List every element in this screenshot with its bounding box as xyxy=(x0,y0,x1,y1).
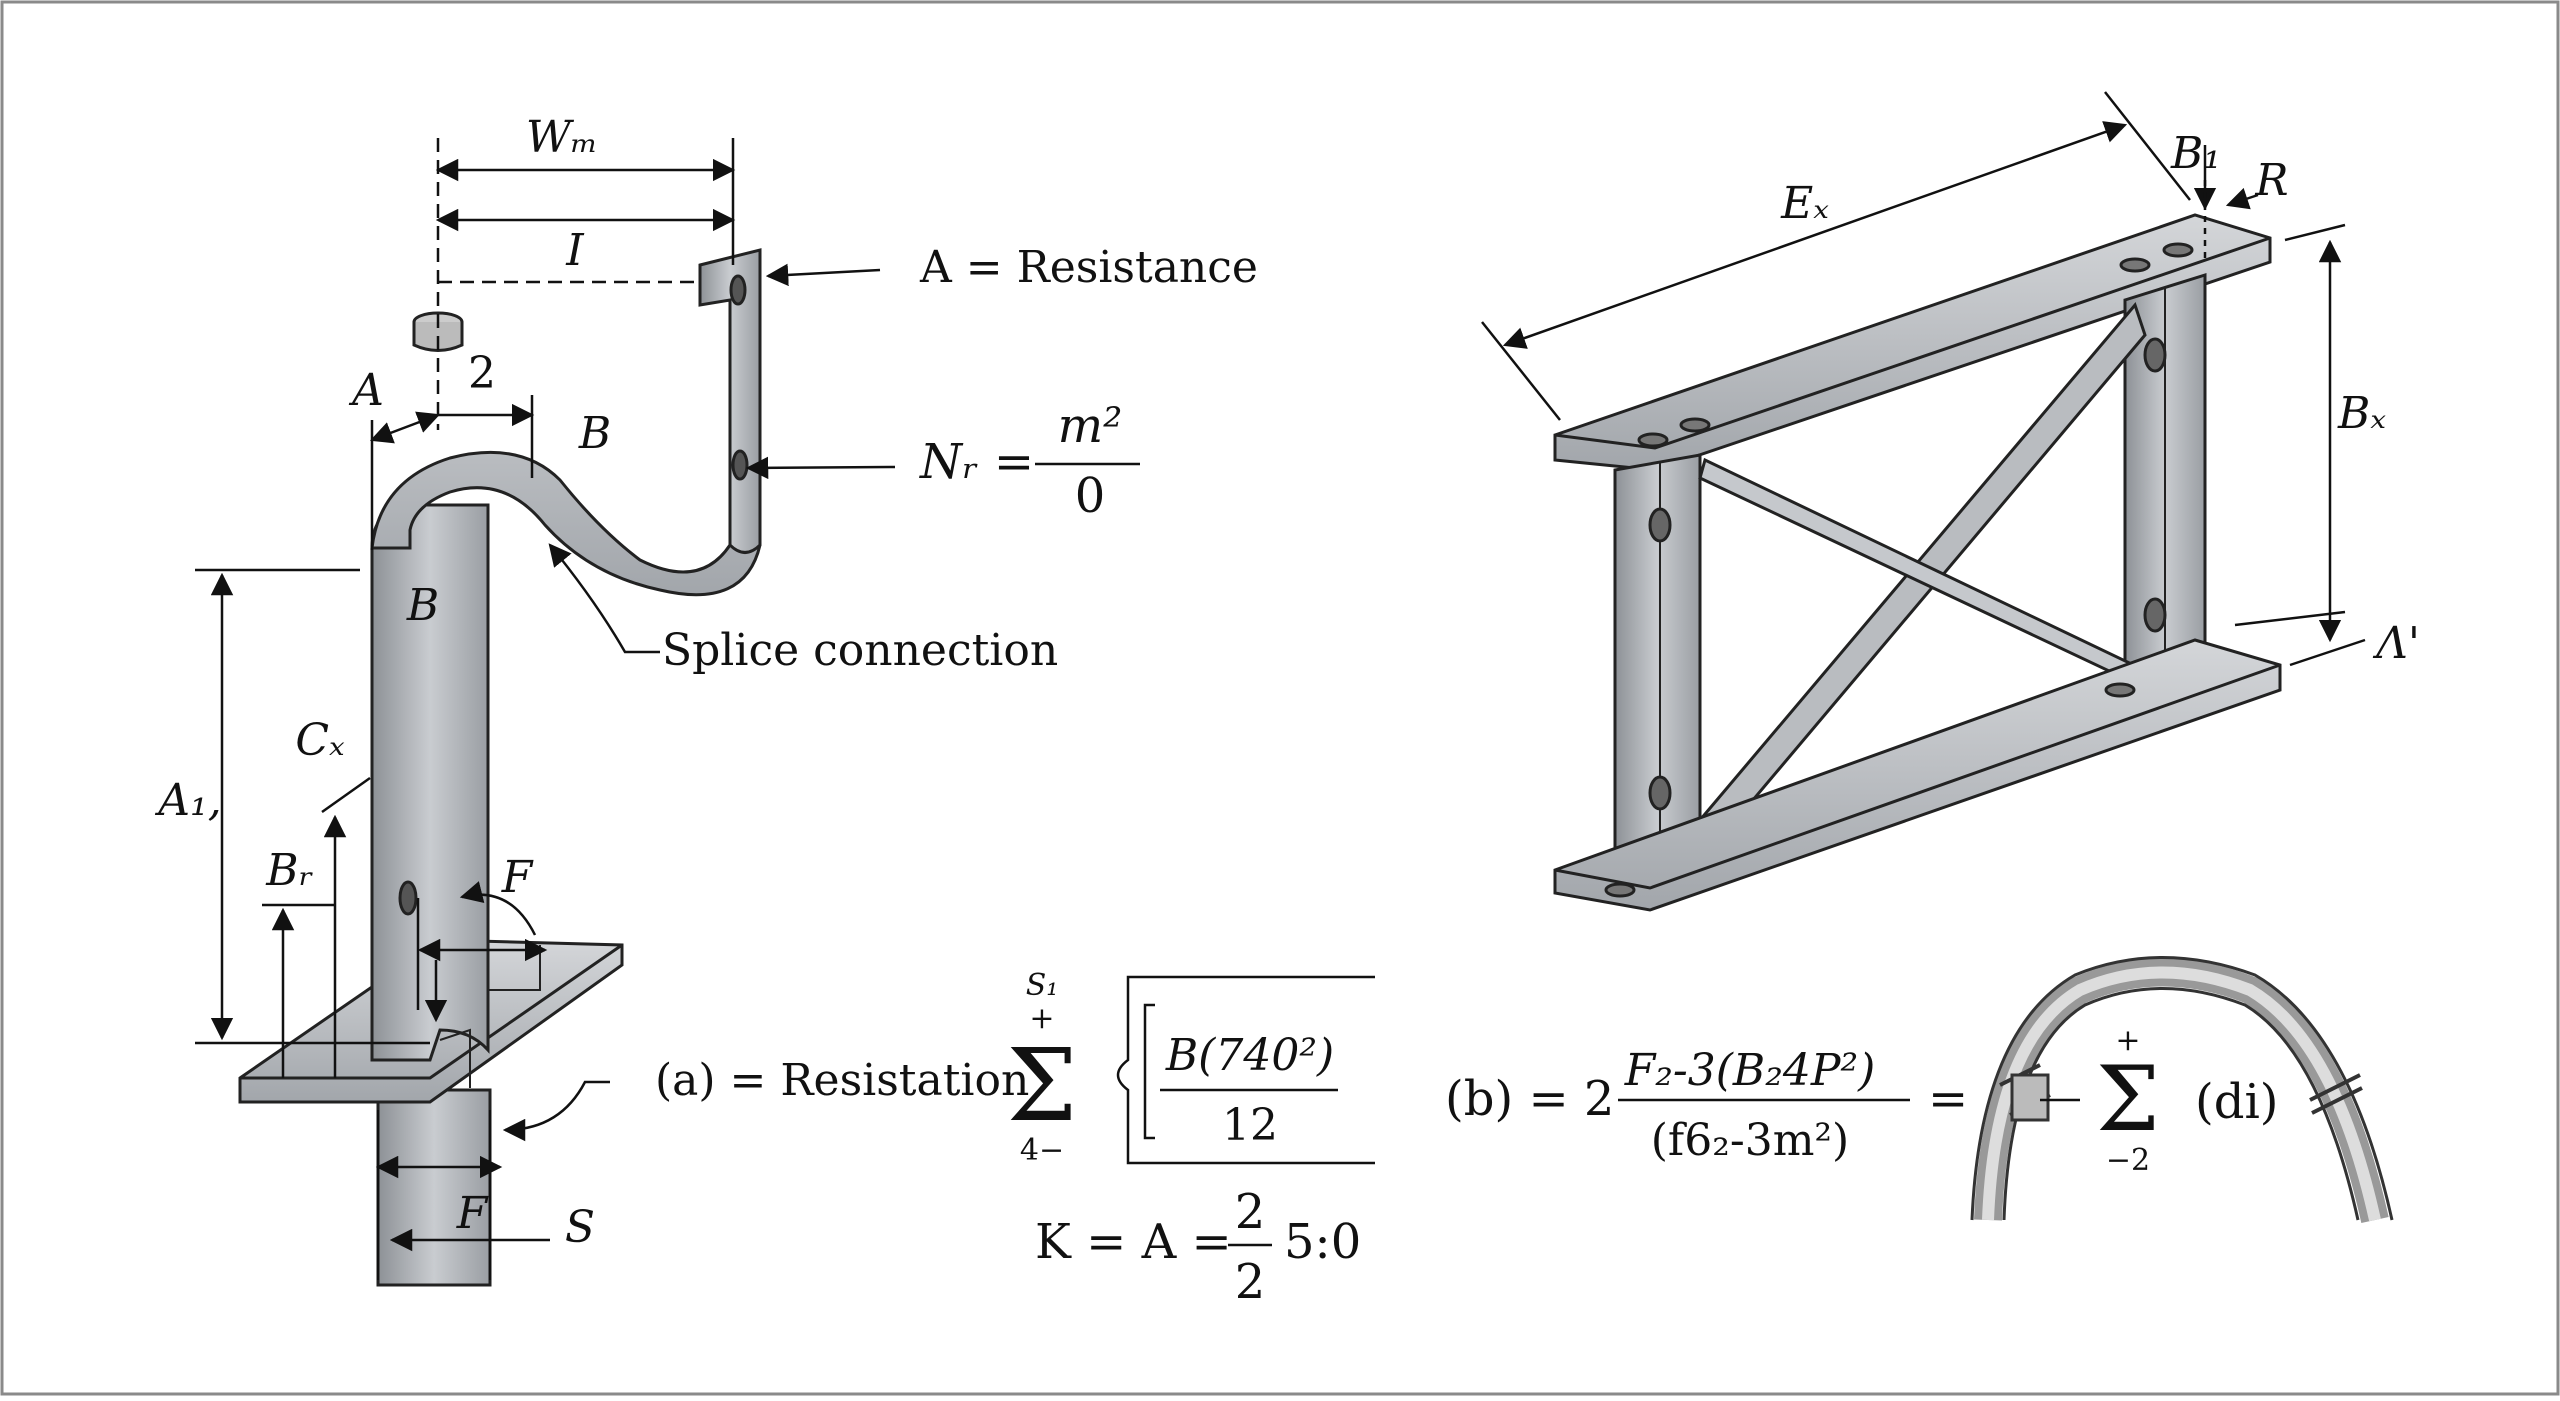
label-b-top: B xyxy=(578,408,611,459)
label-splice-connection: Splice connection xyxy=(662,625,1058,676)
truss-drawing xyxy=(1553,213,2282,912)
label-lambda: Λ' xyxy=(2372,618,2420,669)
label-two: 2 xyxy=(468,348,496,399)
label-wm: Wₘ xyxy=(526,112,598,163)
formula-a-num: B(740²) xyxy=(1165,1030,1334,1081)
formula-b-sum-plus: + xyxy=(2115,1023,2140,1058)
bracket-labels: Wₘ I A 2 B B Cₓ A₁, Bᵣ F F S A = Resista… xyxy=(154,112,1258,1253)
label-b-mid: B xyxy=(406,580,439,631)
label-br: Bᵣ xyxy=(265,845,314,896)
formula-a-bracket xyxy=(1143,1003,1155,1140)
label-s: S xyxy=(565,1202,595,1253)
truss-labels: Eₓ B₁ R Bₓ Λ' xyxy=(1780,128,2420,669)
formula-a-sum-plus: + xyxy=(1029,1001,1054,1036)
label-a-resistance: A = Resistance xyxy=(919,242,1258,293)
formula-k-tail: 5:0 xyxy=(1284,1214,1361,1270)
label-a: A xyxy=(348,365,384,416)
formula-a-sigma: Σ xyxy=(1007,1027,1078,1144)
formula-a-lead: (a) = Resistation xyxy=(655,1055,1029,1106)
truss-dimension-lines xyxy=(1481,91,2366,667)
formula-a-sum-top: S₁ xyxy=(1026,968,1059,1003)
formula-b-lead: (b) = 2 xyxy=(1445,1071,1614,1127)
label-l: I xyxy=(565,225,585,276)
label-f-top: F xyxy=(501,852,534,903)
label-b1: B₁ xyxy=(2170,128,2221,179)
formula-b-sum-bottom: −2 xyxy=(2106,1143,2150,1178)
formula-a-den: 12 xyxy=(1222,1100,1278,1151)
formula-b-num: F₂-3(B₂4P²) xyxy=(1624,1045,1876,1096)
formula-b-den: (f6₂-3m²) xyxy=(1651,1115,1849,1166)
formula-k-num: 2 xyxy=(1235,1184,1266,1240)
formula-k-den: 2 xyxy=(1235,1254,1266,1310)
formula-k-lhs: K = A = xyxy=(1035,1214,1232,1270)
label-nr-den: 0 xyxy=(1075,468,1106,524)
formula-a-brace xyxy=(1116,975,1375,1165)
pipe-drawing xyxy=(1970,956,2394,1224)
formula-b: (b) = 2 F₂-3(B₂4P²) (f6₂-3m²) = + Σ −2 (… xyxy=(1445,1023,2279,1178)
label-al: A₁, xyxy=(154,775,221,826)
label-bx: Bₓ xyxy=(2337,388,2386,439)
label-cx: Cₓ xyxy=(295,715,345,766)
label-nr-lhs: Nᵣ = xyxy=(919,434,1034,490)
bracket-drawing xyxy=(238,248,762,1287)
formula-b-tail: (di) xyxy=(2195,1074,2279,1130)
formula-a: (a) = Resistation S₁ + Σ 4− B(740²) 12 K… xyxy=(655,968,1375,1310)
formula-b-eq: = xyxy=(1928,1071,1968,1127)
label-nr-num: m² xyxy=(1058,398,1123,454)
label-ex: Eₓ xyxy=(1780,178,1829,229)
bracket-dimension-lines xyxy=(195,138,896,1280)
label-r: R xyxy=(2254,155,2288,206)
formula-b-sigma: Σ xyxy=(2096,1047,2160,1152)
label-f-bottom: F xyxy=(456,1188,489,1239)
formula-a-sum-bottom: 4− xyxy=(1020,1133,1064,1168)
